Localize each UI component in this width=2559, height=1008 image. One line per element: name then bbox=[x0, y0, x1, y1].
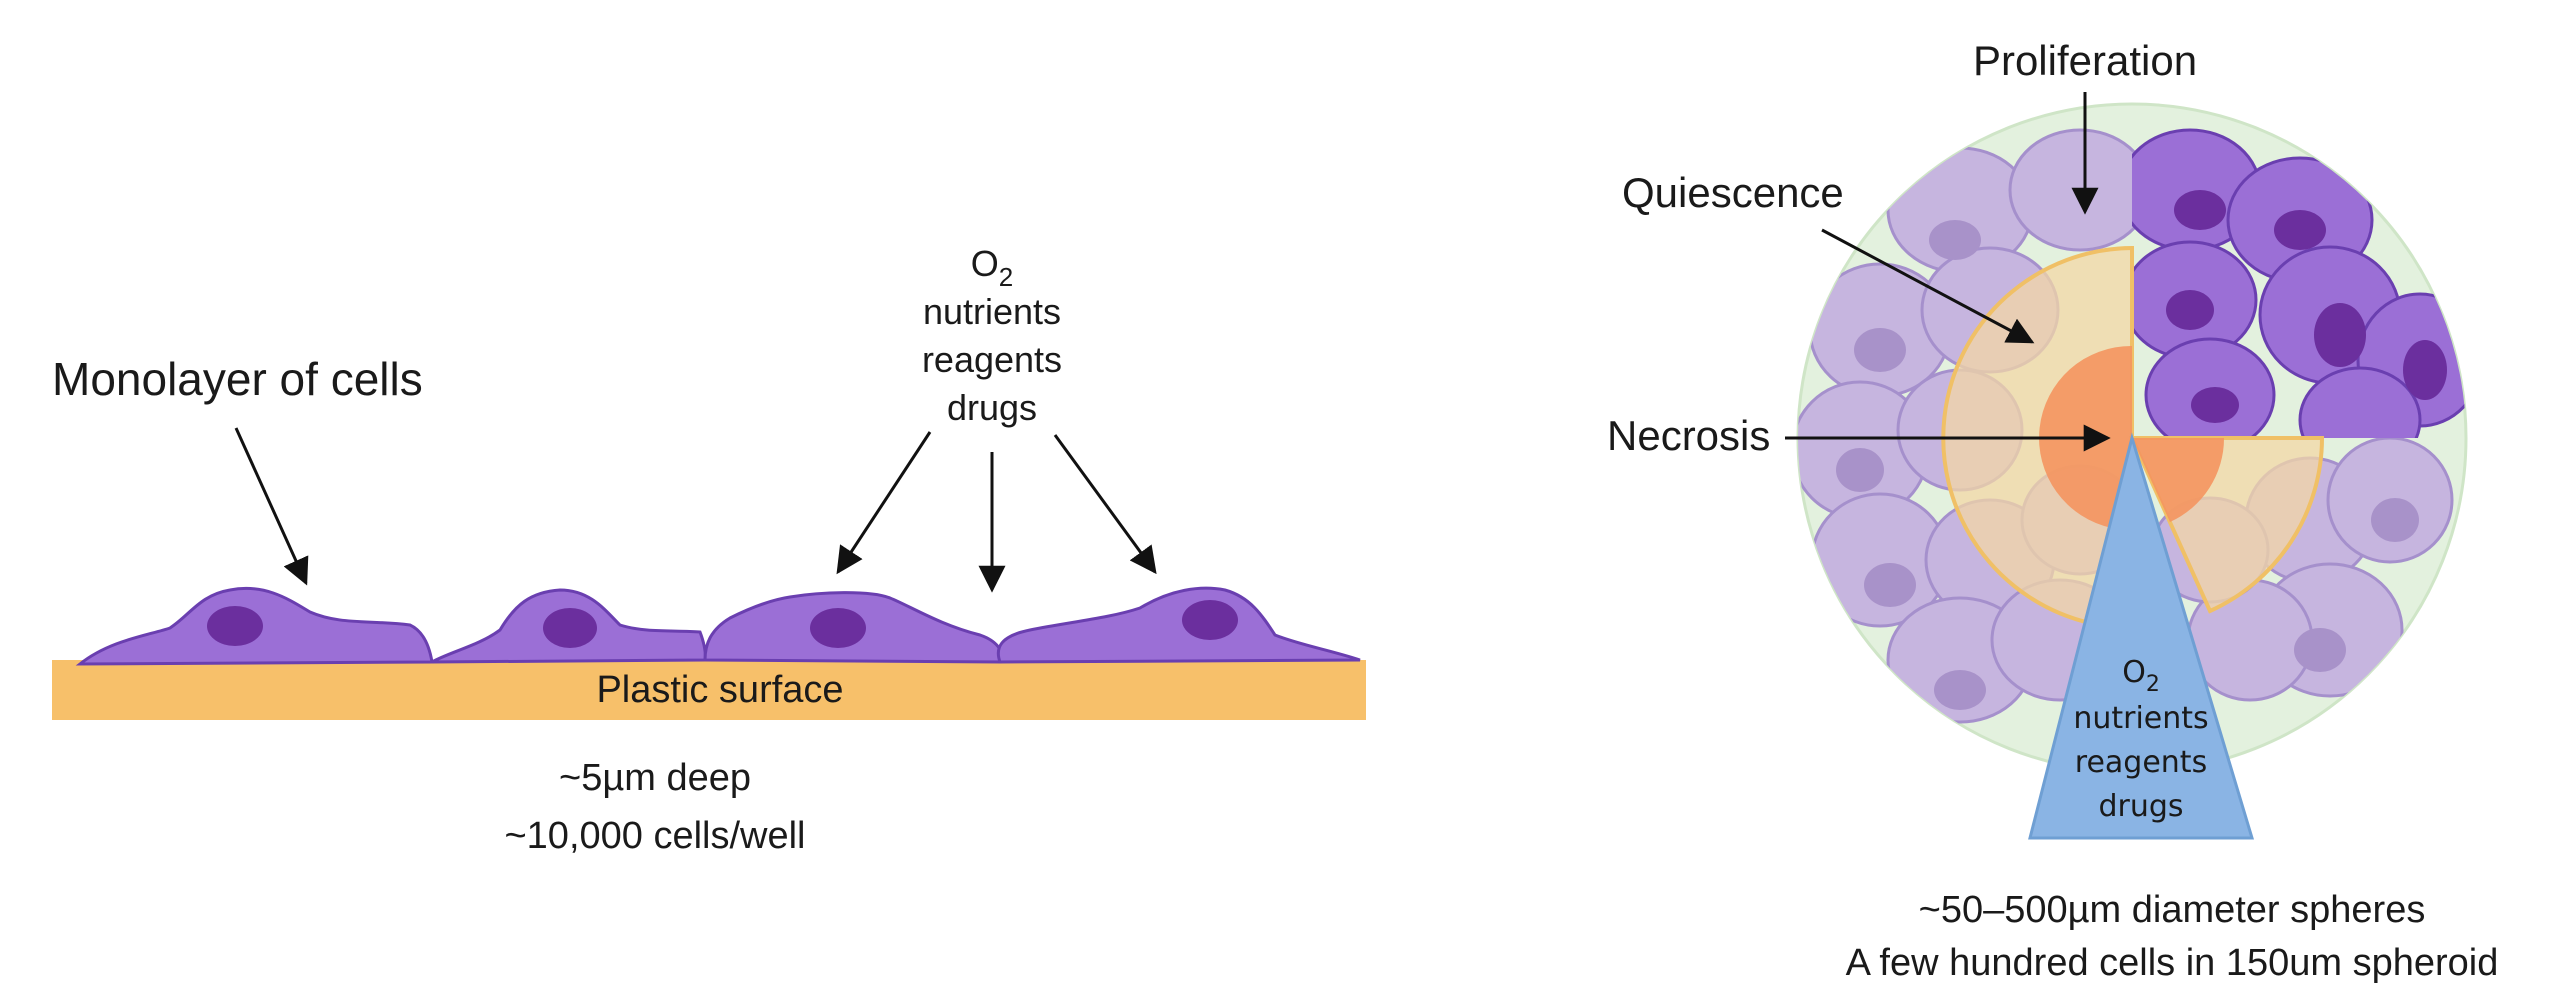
cell-nucleus bbox=[1864, 563, 1916, 607]
spheroid-caption-line2: A few hundred cells in 150um spheroid bbox=[1846, 942, 2499, 984]
cell-nucleus bbox=[2191, 387, 2239, 423]
delivery-drugs: drugs bbox=[947, 387, 1037, 428]
cell-nucleus bbox=[1854, 328, 1906, 372]
cell-nucleus bbox=[2174, 190, 2226, 230]
delivery-reagents: reagents bbox=[922, 339, 1062, 380]
delivery-arrow-right bbox=[1053, 434, 1157, 575]
monolayer-delivery-label: O2 nutrients reagents drugs bbox=[922, 243, 1062, 428]
cell-nucleus bbox=[1934, 670, 1986, 710]
cell-nucleus bbox=[2294, 628, 2346, 672]
spheroid-delivery-label: O2 nutrients reagents drugs bbox=[2073, 655, 2208, 824]
cell-nucleus bbox=[1836, 448, 1884, 492]
cell-nucleus bbox=[2314, 303, 2366, 367]
quiescence-zone-left bbox=[1941, 245, 2134, 626]
cell bbox=[2008, 128, 2152, 252]
monolayer-cells bbox=[75, 586, 1361, 666]
delivery-nutrients: nutrients bbox=[2073, 701, 2208, 736]
cell-nucleus bbox=[1182, 600, 1238, 640]
surface-label: Plastic surface bbox=[596, 669, 843, 711]
spheroid-panel: O2 nutrients reagents drugs Proliferatio… bbox=[1607, 37, 2498, 984]
cell-nucleus bbox=[810, 608, 866, 648]
cell-nucleus bbox=[2403, 340, 2447, 400]
cell-nucleus bbox=[207, 606, 263, 646]
delivery-wedge bbox=[2028, 432, 2255, 840]
monolayer-caption-line1: ~5µm deep bbox=[559, 757, 751, 799]
o2-label: O2 bbox=[2122, 655, 2160, 697]
proliferating-cells bbox=[2132, 128, 2466, 438]
cell-nucleus bbox=[2371, 498, 2419, 542]
cell-nucleus bbox=[2166, 290, 2214, 330]
delivery-arrow-left bbox=[836, 431, 932, 575]
proliferation-label: Proliferation bbox=[1973, 37, 2197, 84]
cell bbox=[996, 586, 1361, 664]
necrosis-zone-bottom-right bbox=[2132, 438, 2225, 522]
cell-nucleus bbox=[543, 608, 597, 648]
monolayer-panel: Plastic surface Monolayer of cells O2 nu… bbox=[52, 243, 1366, 857]
delivery-reagents: reagents bbox=[2075, 745, 2207, 780]
cell-nucleus bbox=[2274, 210, 2326, 250]
plastic-surface bbox=[52, 660, 1366, 720]
quiescence-arrow bbox=[1821, 228, 2035, 344]
o2-label: O2 bbox=[971, 243, 1013, 292]
spheroid-caption-line1: ~50–500µm diameter spheres bbox=[1919, 889, 2426, 931]
title-arrow bbox=[234, 427, 309, 586]
cell bbox=[2298, 366, 2422, 438]
cell-nucleus bbox=[1929, 220, 1981, 260]
monolayer-title: Monolayer of cells bbox=[52, 353, 423, 405]
delivery-nutrients: nutrients bbox=[923, 291, 1061, 332]
delivery-drugs: drugs bbox=[2098, 789, 2183, 824]
necrosis-label: Necrosis bbox=[1607, 412, 1770, 459]
monolayer-caption-line2: ~10,000 cells/well bbox=[504, 815, 805, 857]
quiescence-label: Quiescence bbox=[1622, 169, 1844, 216]
